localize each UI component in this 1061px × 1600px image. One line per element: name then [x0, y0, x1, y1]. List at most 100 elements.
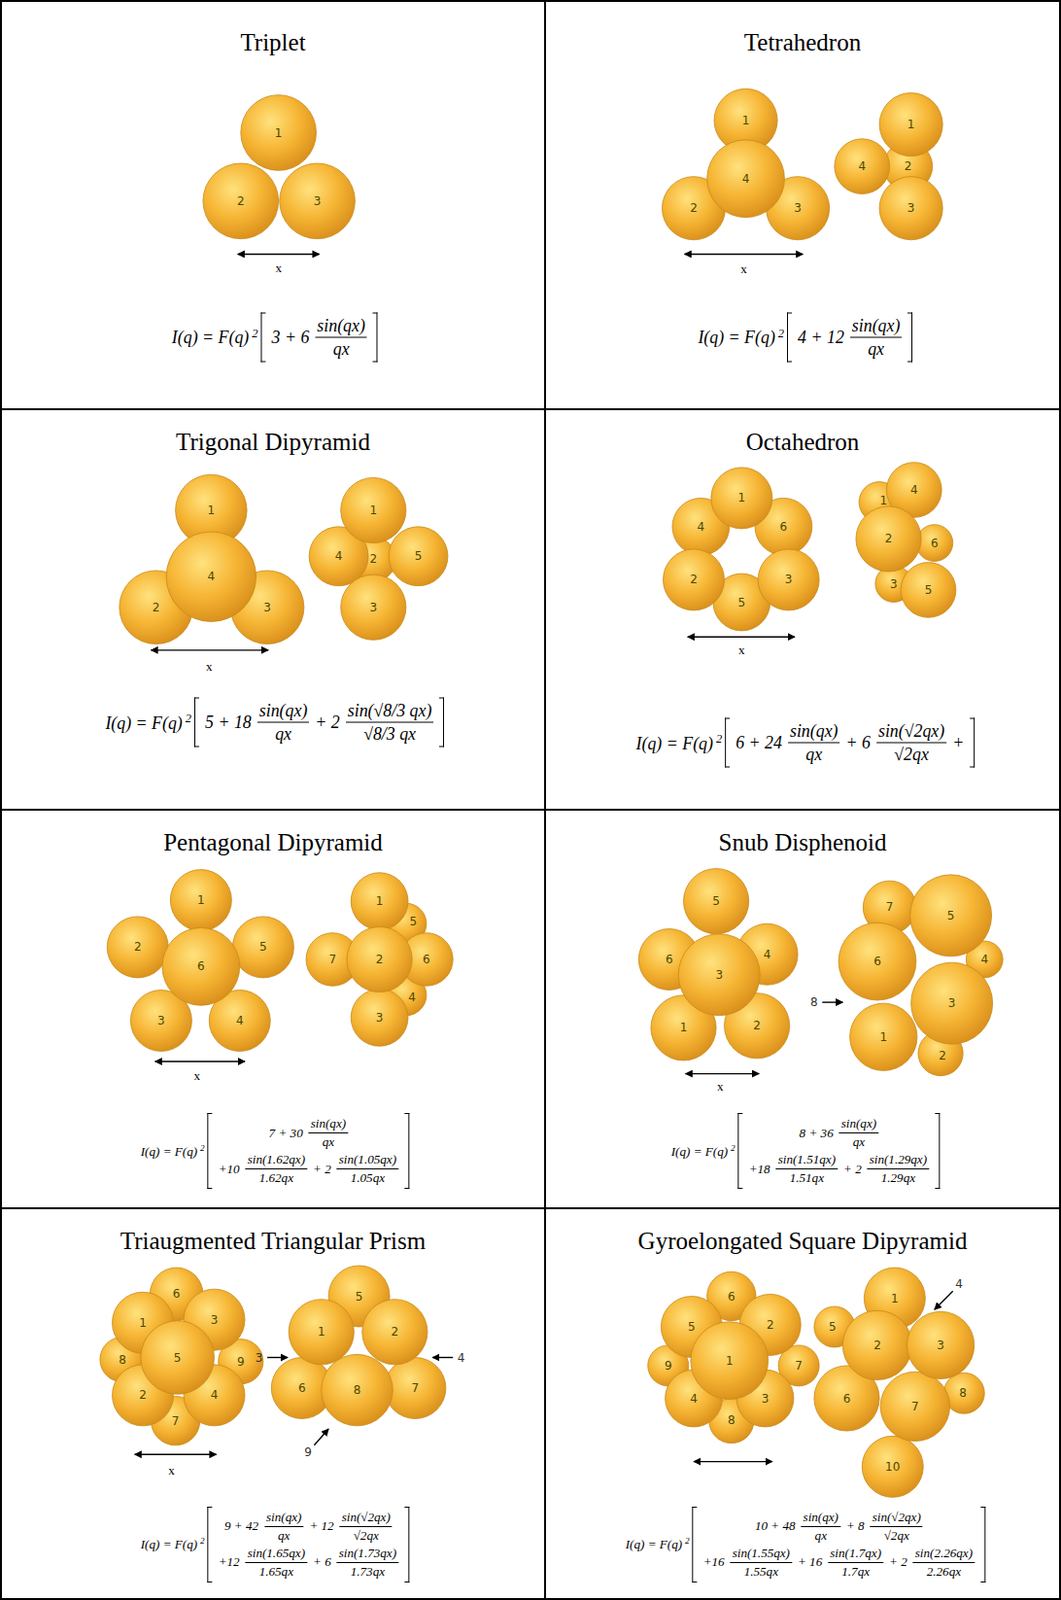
sphere	[288, 1299, 354, 1365]
formula-denominator: qx	[851, 1132, 867, 1150]
formula-numerator: sin(1.51qx)	[776, 1151, 838, 1169]
formula-text: 9 + 42	[224, 1517, 259, 1534]
formula-row: +12sin(1.65qx)1.65qx+ 6sin(1.73qx)1.73qx	[215, 1543, 402, 1580]
dimension-label: x	[740, 262, 748, 275]
dimension-label: x	[205, 658, 213, 672]
sphere	[341, 574, 407, 640]
sphere-number: 1	[376, 894, 384, 907]
sphere	[906, 1310, 974, 1378]
formula-denominator: qx	[865, 337, 887, 359]
sphere-number: 7	[328, 953, 337, 965]
bracket	[404, 1112, 410, 1189]
sphere-number: 2	[873, 1338, 882, 1351]
sphere	[861, 1435, 924, 1497]
formula-exponent: 2	[200, 1142, 206, 1153]
sphere-number: 5	[712, 894, 720, 907]
fraction: sin(1.73qx)1.73qx	[337, 1544, 399, 1579]
sphere-number: 1	[207, 504, 216, 516]
formula-row: 10 + 48sin(qx)qx+ 8sin(√2qx)√2qx	[752, 1507, 926, 1544]
bracket	[207, 1112, 213, 1189]
formula-denominator: qx	[275, 1526, 292, 1543]
sphere-number: 5	[924, 583, 933, 596]
formula-text: 7 + 30	[269, 1125, 304, 1141]
formula-row: 5 + 18sin(qx)qx+ 2sin(√8/3 qx)√8/3 qx	[202, 699, 437, 746]
formula-denominator: qx	[813, 1526, 829, 1543]
formula-numerator: sin(qx)	[839, 1115, 879, 1133]
sphere-number: 3	[907, 202, 916, 214]
bracket	[787, 311, 792, 362]
cluster-panel: Tetrahedron	[544, 0, 1061, 411]
dimension-arrow	[155, 1060, 245, 1061]
sphere	[341, 477, 407, 543]
formula-prefix: I(q) = F(q)2	[137, 1142, 206, 1160]
fraction: sin(qx)qx	[264, 1508, 304, 1543]
sphere	[838, 922, 917, 1000]
sphere	[911, 961, 993, 1044]
formula-numerator: sin(qx)	[314, 314, 368, 338]
formula-denominator: √2qx	[882, 1526, 912, 1543]
sphere-number: 3	[785, 573, 793, 585]
sphere-number: 5	[409, 915, 417, 927]
sphere-number: 10	[885, 1460, 900, 1472]
callout-number: 8	[810, 995, 819, 1008]
cluster-panel: Triplet	[0, 0, 547, 411]
sphere	[350, 988, 409, 1046]
sphere-number: 2	[138, 1388, 147, 1401]
fraction: sin(1.29qx)1.29qx	[867, 1151, 929, 1186]
sphere	[346, 925, 412, 992]
sphere-number: 1	[907, 118, 916, 131]
sphere	[166, 531, 256, 621]
formula-exponent: 2	[730, 1142, 736, 1153]
panel-title: Tetrahedron	[546, 29, 1060, 57]
bracket	[907, 311, 913, 362]
formula-exponent: 2	[185, 711, 192, 725]
cluster-panel: Gyroelongated Square Dipyramid	[544, 1206, 1061, 1600]
dimension-arrow	[238, 253, 320, 255]
formula-text: + 8	[846, 1517, 865, 1534]
formula-denominator: 1.29qx	[879, 1168, 918, 1186]
sphere-number: 5	[947, 909, 956, 922]
sphere-number: 3	[936, 1338, 945, 1351]
formula-body: 5 + 18sin(qx)qx+ 2sin(√8/3 qx)√8/3 qx	[199, 697, 440, 748]
sphere-number: 8	[727, 1413, 736, 1426]
fraction: sin(1.51qx)1.51qx	[776, 1151, 838, 1186]
formula-prefix: I(q) = F(q)2	[694, 325, 785, 348]
formula-body: 4 + 12sin(qx)qx	[791, 311, 908, 362]
formula-numerator: sin(2.26qx)	[913, 1544, 975, 1563]
formula-denominator: √2qx	[351, 1526, 381, 1543]
sphere-number: 3	[313, 195, 322, 207]
dimension-arrow	[685, 1072, 760, 1074]
formula-numerator: sin(qx)	[801, 1508, 841, 1527]
formula-text: I(q) = F(q)	[140, 1143, 198, 1159]
sphere-number: 3	[948, 996, 957, 1009]
sphere-number: 3	[889, 578, 898, 590]
formula-numerator: sin(1.55qx)	[730, 1544, 792, 1563]
formula-denominator: 1.7qx	[839, 1562, 872, 1579]
formula-numerator: sin(√2qx)	[870, 1508, 924, 1527]
formula-text: 3 + 6	[272, 326, 310, 347]
callout-number: 3	[255, 1351, 264, 1364]
sphere-number: 7	[794, 1359, 803, 1371]
sphere-number: 3	[761, 1392, 770, 1404]
sphere-number: 6	[930, 537, 939, 549]
sphere-group	[100, 88, 1003, 1497]
sphere-number: 7	[886, 900, 894, 913]
cluster-panel: Trigonal Dipyramid	[0, 408, 547, 811]
formula-denominator: 2.26qx	[924, 1562, 963, 1579]
sphere	[678, 933, 760, 1016]
bracket	[373, 311, 378, 362]
sphere-number: 2	[237, 195, 245, 207]
sphere	[900, 562, 957, 618]
formula-prefix: I(q) = F(q)2	[622, 1535, 690, 1552]
formula-row: 8 + 36sin(qx)qx	[796, 1114, 882, 1151]
leader-arrow	[313, 1428, 329, 1445]
intensity-formula: I(q) = F(q)27 + 30sin(qx)qx+10sin(1.62qx…	[137, 1112, 410, 1189]
sphere-number: 5	[355, 1290, 364, 1302]
formula-prefix: I(q) = F(q)2	[668, 1142, 736, 1160]
formula-exponent: 2	[778, 325, 785, 340]
sphere-number: 1	[680, 1021, 688, 1033]
bracket	[439, 697, 445, 748]
sphere-number: 2	[369, 552, 377, 565]
sphere	[855, 506, 922, 572]
formula-row: +10sin(1.62qx)1.62qx+ 2sin(1.05qx)1.05qx	[215, 1150, 402, 1187]
